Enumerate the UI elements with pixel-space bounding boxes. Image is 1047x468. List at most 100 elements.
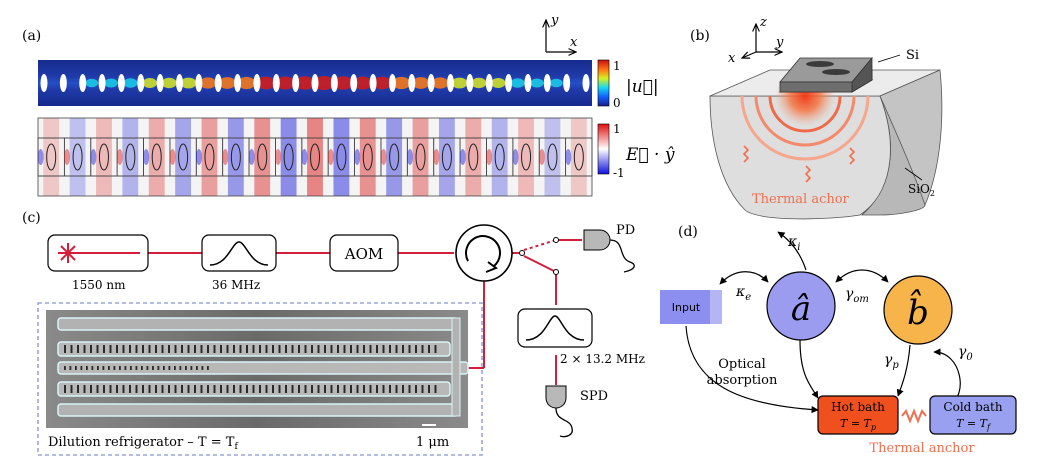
circulator [455,224,513,282]
sem-hole [116,345,118,353]
sem-hole [200,385,203,393]
sem-hole [64,385,66,393]
sio2-pointer [904,167,923,181]
mech-hole [582,74,590,92]
mech-hole [40,74,48,92]
panel-b-axes: z y x [728,15,784,66]
sem-hole [168,345,170,353]
sem-hole [146,366,149,370]
mech-hole [272,74,280,92]
opt-field-stripe [359,118,376,196]
sem-hole [226,385,229,393]
axis-z-label: z [759,15,767,30]
sem-hole [343,345,346,353]
kappa-i-label: κi [787,234,800,253]
sem-hole [157,366,160,370]
mech-hole [388,74,396,92]
sem-hole [64,366,66,370]
si-label: Si [906,48,919,63]
opt-hole [46,143,57,171]
sem-hole [213,345,216,353]
axis-y-label: y [550,13,559,28]
mech-scale-max: 1 [613,59,621,73]
sem-hole [415,345,417,353]
opt-hole-lobe [380,149,387,165]
sem-hole [69,366,72,370]
mech-hole [117,74,125,92]
sem-hole [187,385,190,393]
sem-hole [239,385,242,393]
kappa-e-label: κe [735,284,751,303]
sem-hole [252,345,255,353]
sem-hole [389,345,391,353]
opt-hole-lobe [90,149,97,165]
optical-absorption-line1: Optical [718,357,766,372]
sem-hole [113,366,116,370]
sem-hole [187,345,190,353]
mech-hole [350,74,358,92]
sem-hole [239,345,242,353]
optical-mode-node [766,271,836,341]
filter1-bandwidth: 36 MHz [212,278,260,292]
sem-hole [181,345,183,353]
laser-wavelength: 1550 nm [72,278,126,292]
sem-hole [181,385,183,393]
mech-hole [79,74,87,92]
opt-hole [98,143,109,171]
sem-hole [324,345,326,353]
aom-box [329,234,399,272]
mech-hotspot [275,76,295,90]
mech-hole [98,74,106,92]
sem-hole [408,345,411,353]
axis-yb-label: y [775,35,784,50]
sem-hole [90,385,92,393]
sem-hole [311,345,313,353]
opt-hole [125,143,136,171]
sem-hole [265,345,268,353]
sem-hole [194,385,196,393]
opt-field-label: E⃗ · ŷ [625,145,675,165]
sem-hole [174,366,176,370]
mech-hotspot [392,76,411,90]
opt-field-stripe [280,118,297,196]
mech-hotspot [549,78,563,88]
opt-hole-lobe [406,149,413,165]
opt-field-stripe [43,118,60,196]
mech-hotspot [142,78,158,88]
opt-hole [415,143,426,171]
opt-hole-lobe [37,149,44,165]
sem-hole [428,345,430,353]
switch-contact-top [553,237,559,243]
filter2-bandwidth: 2 × 13.2 MHz [560,352,645,366]
sem-hole [83,385,86,393]
opt-hole [389,143,400,171]
mech-hotspot [314,76,334,90]
cold-bath-box [929,395,1017,435]
sem-hole [213,385,216,393]
opt-field-stripe [201,118,218,196]
sem-hole [142,385,144,393]
pd-label: PD [616,223,635,238]
opt-hole [257,143,268,171]
sem-hole [109,385,112,393]
sem-hole [324,385,326,393]
sem-hole [86,366,88,370]
mech-hole [505,74,513,92]
sem-hole [124,366,127,370]
opt-hole [283,143,294,171]
sem-hole [122,385,125,393]
mech-hotspot [104,78,118,88]
opt-field-stripe [307,118,323,196]
opt-hole-lobe [354,149,361,165]
sem-hole [272,345,274,353]
mech-hotspot [199,77,217,89]
cold-bath-title: Cold bath [943,400,1002,414]
opt-hole-lobe [459,149,466,165]
opt-scale-min: -1 [613,166,625,180]
sem-hole [163,366,165,370]
mech-hotspot [530,78,544,88]
opt-hole [310,143,320,171]
switch-contact-bottom [553,269,559,275]
mech-hotspot [333,76,354,90]
